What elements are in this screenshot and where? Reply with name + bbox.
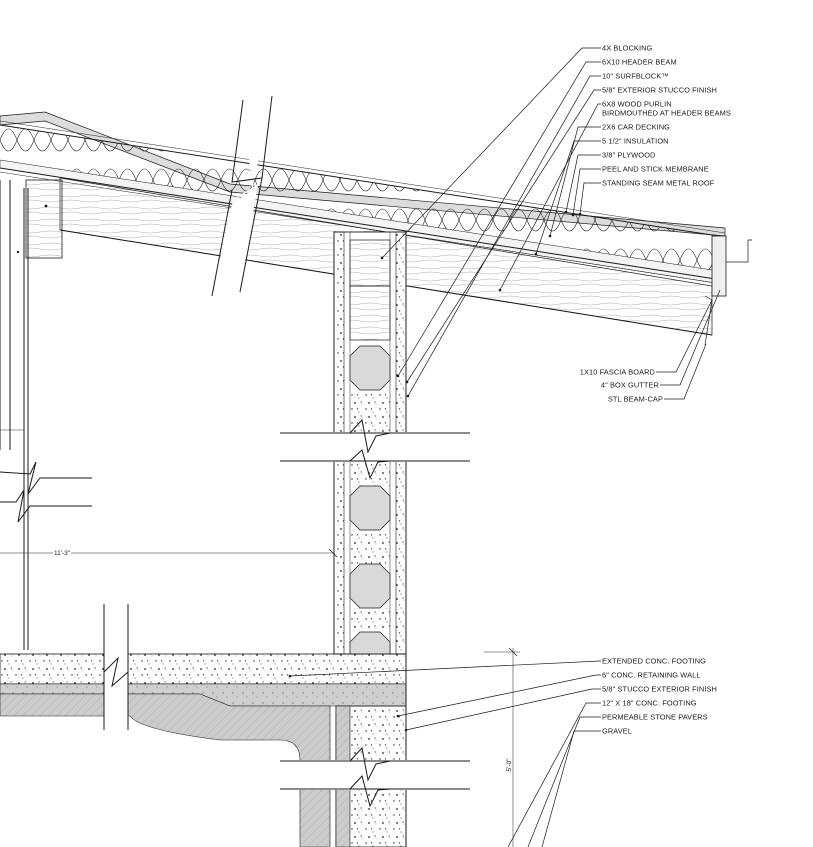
callout-label: 12" X 18" CONC. FOOTING [602,699,697,708]
foundation [0,604,470,847]
callout-4-box-gutter: 4" BOX GUTTER [601,289,721,390]
eave-callout-group: 1X10 FASCIA BOARD 4" BOX GUTTER STL BEAM-C… [580,289,721,404]
callout-6x10-header-beam: 6X10 HEADER BEAM [396,58,677,378]
callout-label: 6" CONC. RETAINING WALL [602,671,701,680]
callout-label: STL BEAM-CAP [608,395,663,404]
callout-5-1-2-insulation: 5 1/2" INSULATION [534,137,669,256]
callout-label: GRAVEL [602,727,632,736]
callout-2x6-car-decking: 2X6 CAR DECKING [548,123,670,238]
callout-label: BIRDMOUTHED AT HEADER BEAMS [602,109,731,118]
callout-label: 4" BOX GUTTER [601,381,659,390]
callout-label: 6X10 HEADER BEAM [602,58,677,67]
callout-label: EXTENDED CONC. FOOTING [602,657,706,666]
dimension-footing-depth: 5'-0" [484,647,520,847]
callout-5-8-stucco-exterior-finish: 5/8" STUCCO EXTERIOR FINISH [404,685,717,732]
callout-birdmouthed-at-header-beams: BIRDMOUTHED AT HEADER BEAMS [602,109,731,118]
callout-label: PERMEABLE STONE PAVERS [602,713,708,722]
dimension-span: 11'-3" [0,549,338,559]
callout-6x8-wood-purlin: 6X8 WOOD PURLIN [498,100,672,292]
callout-label: 3/8" PLYWOOD [602,151,655,160]
left-header-beam [0,179,92,650]
roof-callout-group: 4X BLOCKING 6X10 HEADER BEAM 10" SURFBLOCK… [380,44,731,398]
dimension-span-label: 11'-3" [54,550,71,557]
callout-label: 5/8" EXTERIOR STUCCO FINISH [602,86,717,95]
dimension-footing-depth-label: 5'-0" [506,758,513,772]
callout-stl-beam-cap: STL BEAM-CAP [608,343,707,404]
callout-label: 1X10 FASCIA BOARD [580,368,655,377]
callout-label: 5/8" STUCCO EXTERIOR FINISH [602,685,717,694]
callout-label: 10" SURFBLOCK™ [602,72,669,81]
callout-peel-and-stick-membrane: PEEL AND STICK MEMBRANE [571,165,709,217]
callout-label: 2X6 CAR DECKING [602,123,670,132]
callout-label: PEEL AND STICK MEMBRANE [602,165,709,174]
callout-10-surfblock: 10" SURFBLOCK™ [406,72,669,398]
callout-3-8-plywood: 3/8" PLYWOOD [564,151,655,214]
callout-label: 5 1/2" INSULATION [602,137,669,146]
callout-gravel: GRAVEL [541,727,632,847]
callout-label: 6X8 WOOD PURLIN [602,100,672,109]
callout-4x-blocking: 4X BLOCKING [380,44,653,260]
block-wall [280,231,470,655]
callout-12-x-18-conc-footing: 12" X 18" CONC. FOOTING [507,699,697,847]
callout-standing-seam-metal-roof: STANDING SEAM METAL ROOF [578,179,715,216]
foundation-callout-group: EXTENDED CONC. FOOTING 6" CONC. RETAINING… [288,657,717,847]
callout-extended-conc-footing: EXTENDED CONC. FOOTING [288,657,706,678]
callout-permeable-stone-pavers: PERMEABLE STONE PAVERS [527,713,708,847]
callout-label: STANDING SEAM METAL ROOF [602,179,715,188]
callout-1x10-fascia-board: 1X10 FASCIA BOARD [580,299,713,377]
callout-6-conc-retaining-wall: 6" CONC. RETAINING WALL [396,671,701,718]
callout-5-8-exterior-stucco-finish: 5/8" EXTERIOR STUCCO FINISH [405,86,717,384]
callout-label: 4X BLOCKING [602,44,653,53]
